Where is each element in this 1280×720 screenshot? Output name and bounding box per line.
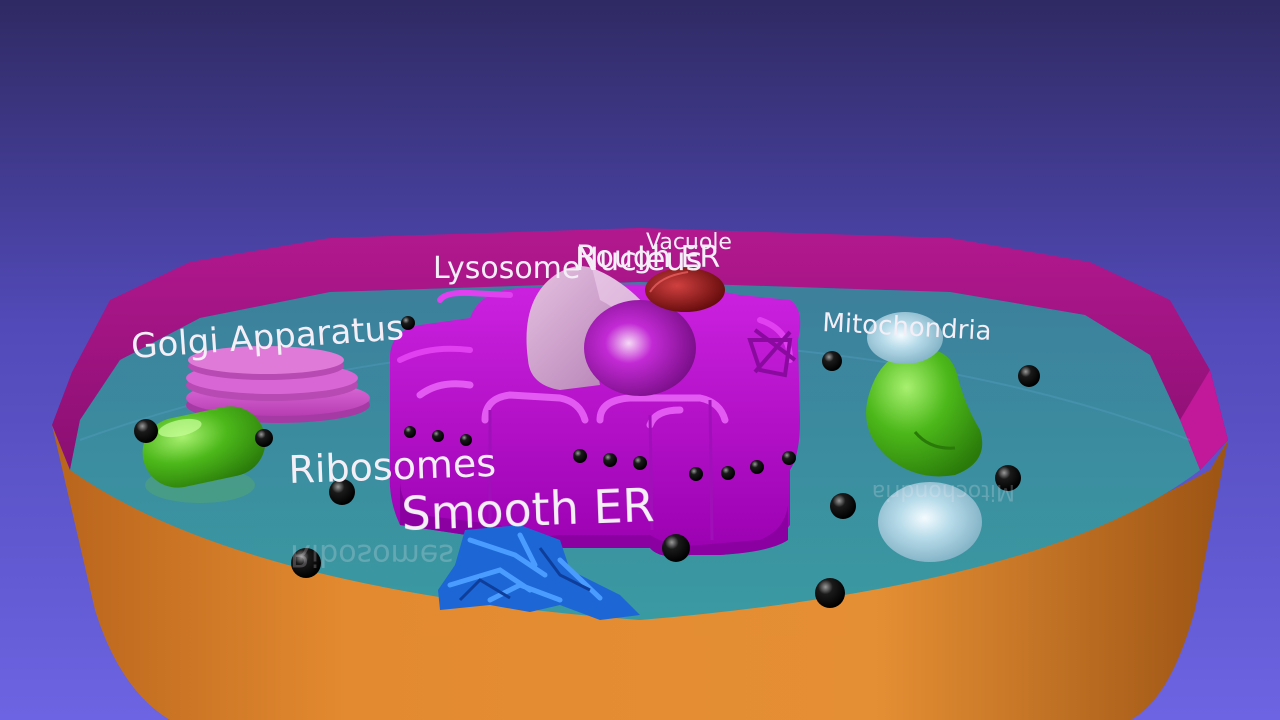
lysosome-upper[interactable] (867, 312, 943, 364)
cell-wall-outer (52, 425, 1228, 720)
ribosomes[interactable] (134, 316, 1040, 608)
golgi-apparatus[interactable] (186, 346, 370, 423)
cell-membrane (52, 228, 1228, 470)
label-ribosomes: Ribosomes (288, 441, 497, 492)
label-nucleus: Nucleus (575, 240, 702, 278)
label-reflections: Ribosomes Mitochondria (290, 479, 1015, 572)
mitochondrion-right[interactable] (866, 349, 983, 477)
smooth-er[interactable] (438, 525, 640, 620)
svg-text:Ribosomes: Ribosomes (290, 537, 454, 572)
vacuole[interactable] (645, 268, 725, 312)
nucleus[interactable] (526, 266, 696, 396)
label-lysosome: Lysosome (433, 251, 580, 286)
nucleolus (584, 300, 696, 396)
label-vacuole: Vacuole (646, 230, 732, 255)
lysosome-lower[interactable] (878, 482, 982, 562)
mitochondrion-left[interactable] (136, 400, 272, 494)
label-rough-er: Rough ER (576, 240, 720, 275)
svg-text:Mitochondria: Mitochondria (872, 479, 1015, 504)
label-smooth-er: Smooth ER (400, 478, 655, 541)
